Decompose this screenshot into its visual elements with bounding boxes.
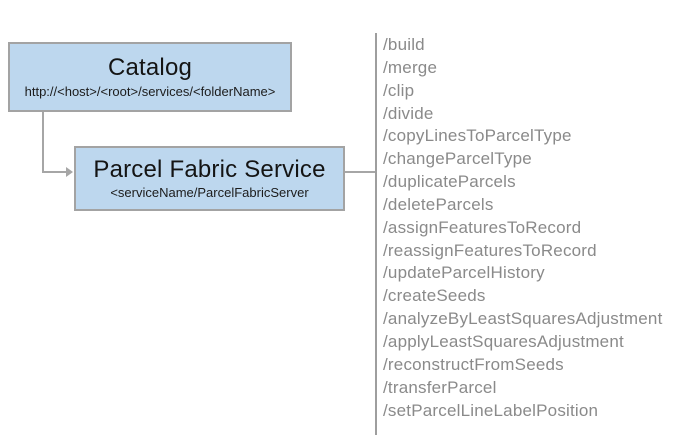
endpoint-item: /copyLinesToParcelType <box>383 126 572 146</box>
catalog-title: Catalog <box>107 54 193 82</box>
parcel-fabric-service-box: Parcel Fabric Service <serviceName/Parce… <box>74 146 345 211</box>
service-subtitle: <serviceName/ParcelFabricServer <box>110 185 309 201</box>
service-title: Parcel Fabric Service <box>93 155 326 183</box>
endpoint-item: /updateParcelHistory <box>383 263 545 283</box>
endpoint-item: /build <box>383 35 425 54</box>
catalog-to-service-connector-vertical <box>42 112 44 173</box>
endpoint-item: /analyzeByLeastSquaresAdjustment <box>383 309 663 329</box>
catalog-to-service-connector-horizontal <box>42 171 67 173</box>
arrow-right-icon <box>66 167 73 177</box>
endpoint-item: /deleteParcels <box>383 194 494 214</box>
endpoint-list: /build/merge/clip/divide/copyLinesToParc… <box>383 34 688 422</box>
endpoint-item: /assignFeaturesToRecord <box>383 217 582 237</box>
service-to-endpoints-connector <box>345 171 375 173</box>
endpoint-item: /reconstructFromSeeds <box>383 354 564 374</box>
endpoint-item: /transferParcel <box>383 377 497 397</box>
endpoint-item: /clip <box>383 80 415 100</box>
catalog-subtitle: http://<host>/<root>/services/<folderNam… <box>24 83 276 99</box>
endpoint-item: /setParcelLineLabelPosition <box>383 400 599 420</box>
endpoint-item: /applyLeastSquaresAdjustment <box>383 331 624 351</box>
endpoint-item: /reassignFeaturesToRecord <box>383 240 597 260</box>
catalog-box: Catalog http://<host>/<root>/services/<f… <box>8 42 292 112</box>
endpoint-item: /divide <box>383 103 434 123</box>
endpoint-item: /duplicateParcels <box>383 172 516 192</box>
endpoint-item: /merge <box>383 57 438 77</box>
endpoint-divider-line <box>375 33 377 435</box>
endpoint-item: /changeParcelType <box>383 149 532 169</box>
endpoint-item: /createSeeds <box>383 286 486 306</box>
